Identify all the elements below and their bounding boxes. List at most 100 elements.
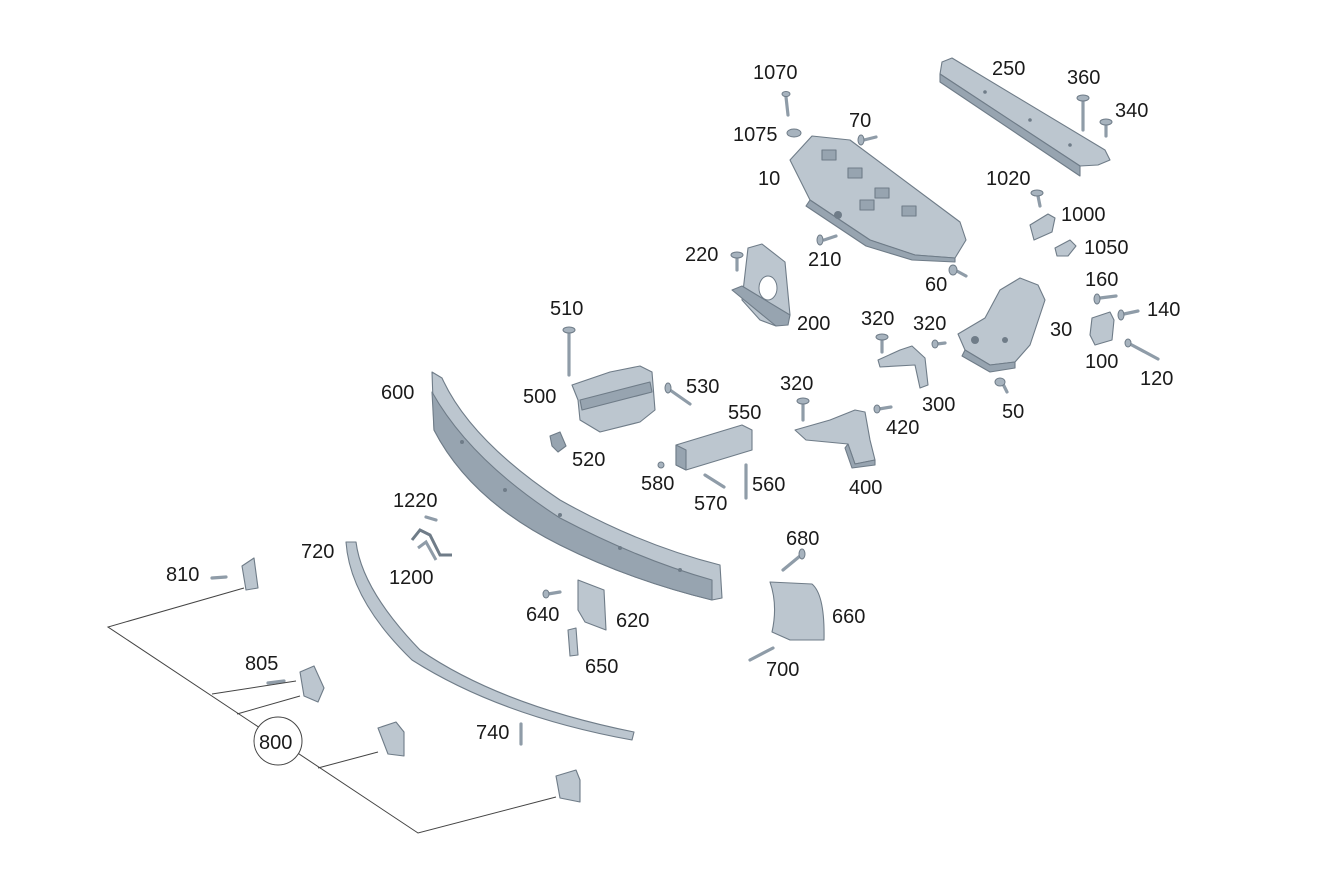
part-805-clip: [299, 665, 325, 703]
label-660: 660: [832, 606, 865, 628]
label-220: 220: [685, 244, 718, 266]
label-1220: 1220: [393, 490, 438, 512]
label-680: 680: [786, 528, 819, 550]
part-1050-clip: [1054, 239, 1077, 257]
part-1200-bracket: [410, 528, 452, 561]
bolt-1020: [1030, 189, 1044, 208]
part-30-housing: [957, 277, 1046, 373]
label-580: 580: [641, 473, 674, 495]
label-800: 800: [259, 732, 292, 754]
nut-1075: [786, 128, 802, 138]
label-420: 420: [886, 417, 919, 439]
bolt-210: [816, 234, 838, 246]
bolt-1220: [424, 515, 438, 522]
part-720-strip: [345, 541, 635, 741]
label-320-a: 320: [861, 308, 894, 330]
bolt-580: [657, 461, 665, 469]
part-500-bracket: [571, 365, 656, 433]
bolt-120: [1124, 338, 1160, 361]
label-600: 600: [381, 382, 414, 404]
label-200: 200: [797, 313, 830, 335]
label-1020: 1020: [986, 168, 1031, 190]
label-50: 50: [1002, 401, 1024, 423]
bolt-320-c: [796, 397, 810, 422]
part-800-block-a: [377, 721, 405, 757]
label-1050: 1050: [1084, 237, 1129, 259]
label-520: 520: [572, 449, 605, 471]
part-200-mount: [731, 243, 791, 327]
label-510: 510: [550, 298, 583, 320]
label-300: 300: [922, 394, 955, 416]
bolt-340: [1099, 118, 1113, 138]
label-400: 400: [849, 477, 882, 499]
label-740: 740: [476, 722, 509, 744]
label-10: 10: [758, 168, 780, 190]
label-810: 810: [166, 564, 199, 586]
part-620-plate: [577, 579, 607, 631]
label-320-b: 320: [913, 313, 946, 335]
label-640: 640: [526, 604, 559, 626]
bolt-360: [1076, 94, 1090, 132]
bolt-680: [781, 548, 806, 572]
label-320-c: 320: [780, 373, 813, 395]
label-1075: 1075: [733, 124, 778, 146]
bolt-420: [873, 404, 893, 414]
bolt-140: [1117, 309, 1140, 321]
label-620: 620: [616, 610, 649, 632]
part-1000-clip: [1029, 213, 1056, 241]
part-250-rail: [939, 57, 1111, 177]
part-520-nut: [549, 431, 567, 453]
label-700: 700: [766, 659, 799, 681]
label-340: 340: [1115, 100, 1148, 122]
bolt-570: [703, 473, 726, 489]
callout-labels: 1070 1075 70 10 250 360 340 1020 1000 10…: [166, 58, 1180, 754]
bolt-510: [562, 326, 576, 377]
bolt-70: [857, 134, 878, 146]
label-30: 30: [1050, 319, 1072, 341]
label-360: 360: [1067, 67, 1100, 89]
label-1200: 1200: [389, 567, 434, 589]
label-100: 100: [1085, 351, 1118, 373]
label-500: 500: [523, 386, 556, 408]
bolt-805: [266, 679, 286, 685]
bolt-60: [948, 264, 968, 278]
bolt-50: [994, 377, 1009, 394]
bolt-320-b: [931, 339, 947, 349]
part-800-block-b: [555, 769, 581, 803]
label-120: 120: [1140, 368, 1173, 390]
callout-circle-800: [253, 716, 303, 766]
label-570: 570: [694, 493, 727, 515]
part-550-box: [675, 424, 753, 471]
part-300-bracket: [877, 345, 929, 389]
bolt-160: [1093, 293, 1118, 305]
label-140: 140: [1147, 299, 1180, 321]
part-10-carrier: [789, 135, 967, 263]
part-660-cover: [769, 581, 825, 641]
part-810-clip: [241, 557, 259, 591]
label-210: 210: [808, 249, 841, 271]
label-805: 805: [245, 653, 278, 675]
label-60: 60: [925, 274, 947, 296]
label-1000: 1000: [1061, 204, 1106, 226]
leader-lines-800: [106, 587, 557, 834]
label-650: 650: [585, 656, 618, 678]
bolt-1070: [781, 91, 791, 117]
bolt-320-a: [875, 333, 889, 354]
part-400-hinge: [794, 409, 876, 469]
label-70: 70: [849, 110, 871, 132]
part-100-bracket: [1089, 311, 1115, 346]
bolt-810: [210, 575, 228, 580]
label-250: 250: [992, 58, 1025, 80]
label-560: 560: [752, 474, 785, 496]
part-650-clip: [567, 627, 579, 657]
label-720: 720: [301, 541, 334, 563]
label-530: 530: [686, 376, 719, 398]
label-1070: 1070: [753, 62, 798, 84]
bolt-640: [542, 589, 562, 599]
bolt-220: [730, 251, 744, 272]
bolt-530: [664, 382, 692, 406]
label-550: 550: [728, 402, 761, 424]
label-160: 160: [1085, 269, 1118, 291]
part-600-beam: [431, 371, 723, 601]
